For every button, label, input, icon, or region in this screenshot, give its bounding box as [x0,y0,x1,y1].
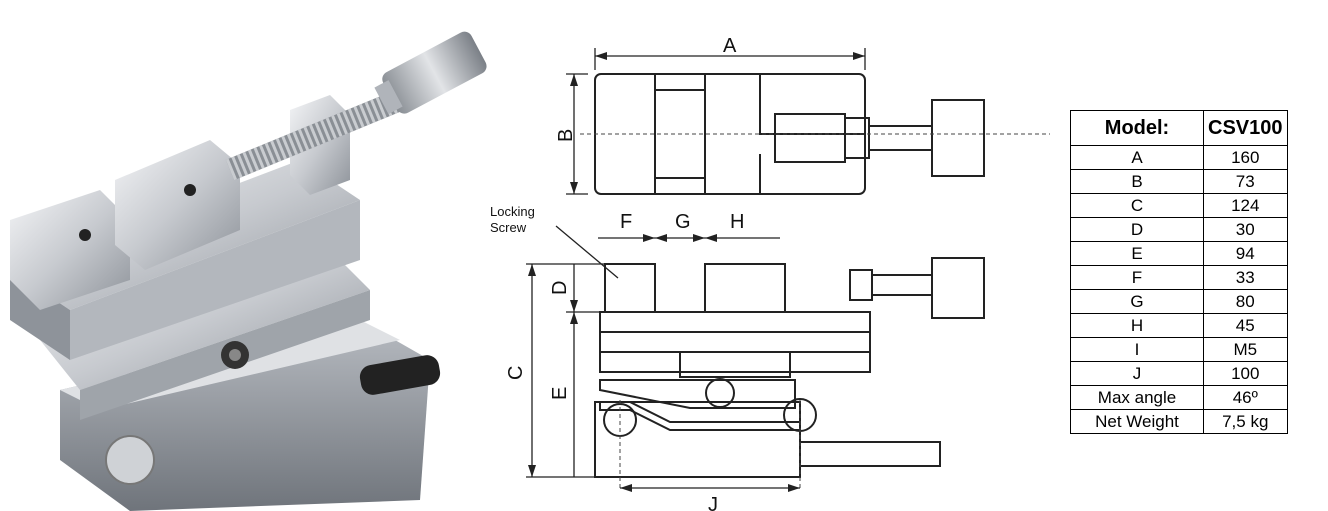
row-value: 100 [1203,361,1288,386]
row-value: 73 [1203,169,1288,194]
dim-label-e: E [549,387,571,400]
row-value: 33 [1203,265,1288,290]
dim-label-c: C [505,366,527,380]
dim-label-j: J [708,494,718,511]
row-value: 7,5 kg [1203,409,1288,434]
row-label: E [1070,241,1204,266]
row-label: B [1070,169,1204,194]
row-value: 80 [1203,289,1288,314]
row-label: A [1070,145,1204,170]
locking-screw-label-line1: Locking [490,204,535,219]
dim-label-h: H [730,211,744,233]
row-value: 160 [1203,145,1288,170]
row-label: G [1070,289,1204,314]
dim-label-f: F [620,211,632,233]
row-value: 30 [1203,217,1288,242]
technical-drawing: A B F G H C D E J Locking Screw [490,35,1050,511]
row-value: M5 [1203,337,1288,362]
row-value: 124 [1203,193,1288,218]
row-label: D [1070,217,1204,242]
row-label: H [1070,313,1204,338]
dim-label-b: B [555,129,577,142]
row-value: 94 [1203,241,1288,266]
product-photo [10,31,487,511]
row-label: J [1070,361,1204,386]
row-label: Net Weight [1070,409,1204,434]
dim-label-d: D [549,281,571,295]
dim-label-g: G [675,211,691,233]
table-header-label: Model: [1070,110,1204,146]
row-label: Max angle [1070,385,1204,410]
row-value: 46º [1203,385,1288,410]
locking-screw-label-line2: Screw [490,220,527,235]
table-header-model: CSV100 [1203,110,1288,146]
row-label: C [1070,193,1204,218]
row-value: 45 [1203,313,1288,338]
row-label: I [1070,337,1204,362]
dim-label-a: A [723,35,737,57]
table-header-row: Model: CSV100 [1070,110,1288,146]
row-label: F [1070,265,1204,290]
